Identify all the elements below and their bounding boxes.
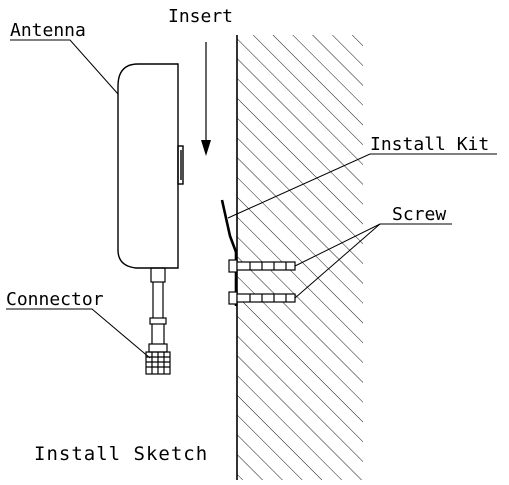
wall <box>236 35 363 480</box>
label-insert: Insert <box>168 6 233 27</box>
label-screw: Screw <box>392 204 446 225</box>
leader-antenna <box>10 39 119 95</box>
caption: Install Sketch <box>34 443 208 465</box>
label-connector: Connector <box>6 289 104 310</box>
install-kit-bracket <box>220 199 238 306</box>
screw-lower <box>228 291 296 305</box>
cable-gland <box>150 267 166 283</box>
label-install-kit: Install Kit <box>370 134 489 155</box>
arrow-down-icon <box>201 42 211 156</box>
screw-upper <box>228 259 296 273</box>
antenna-body <box>117 63 184 269</box>
connector-assembly <box>145 267 171 375</box>
screws <box>228 259 296 305</box>
leader-lines <box>6 39 497 359</box>
leader-connector <box>6 308 151 359</box>
label-antenna: Antenna <box>10 20 86 41</box>
leader-install-kit <box>227 153 497 219</box>
leader-screw-lower <box>294 223 381 299</box>
